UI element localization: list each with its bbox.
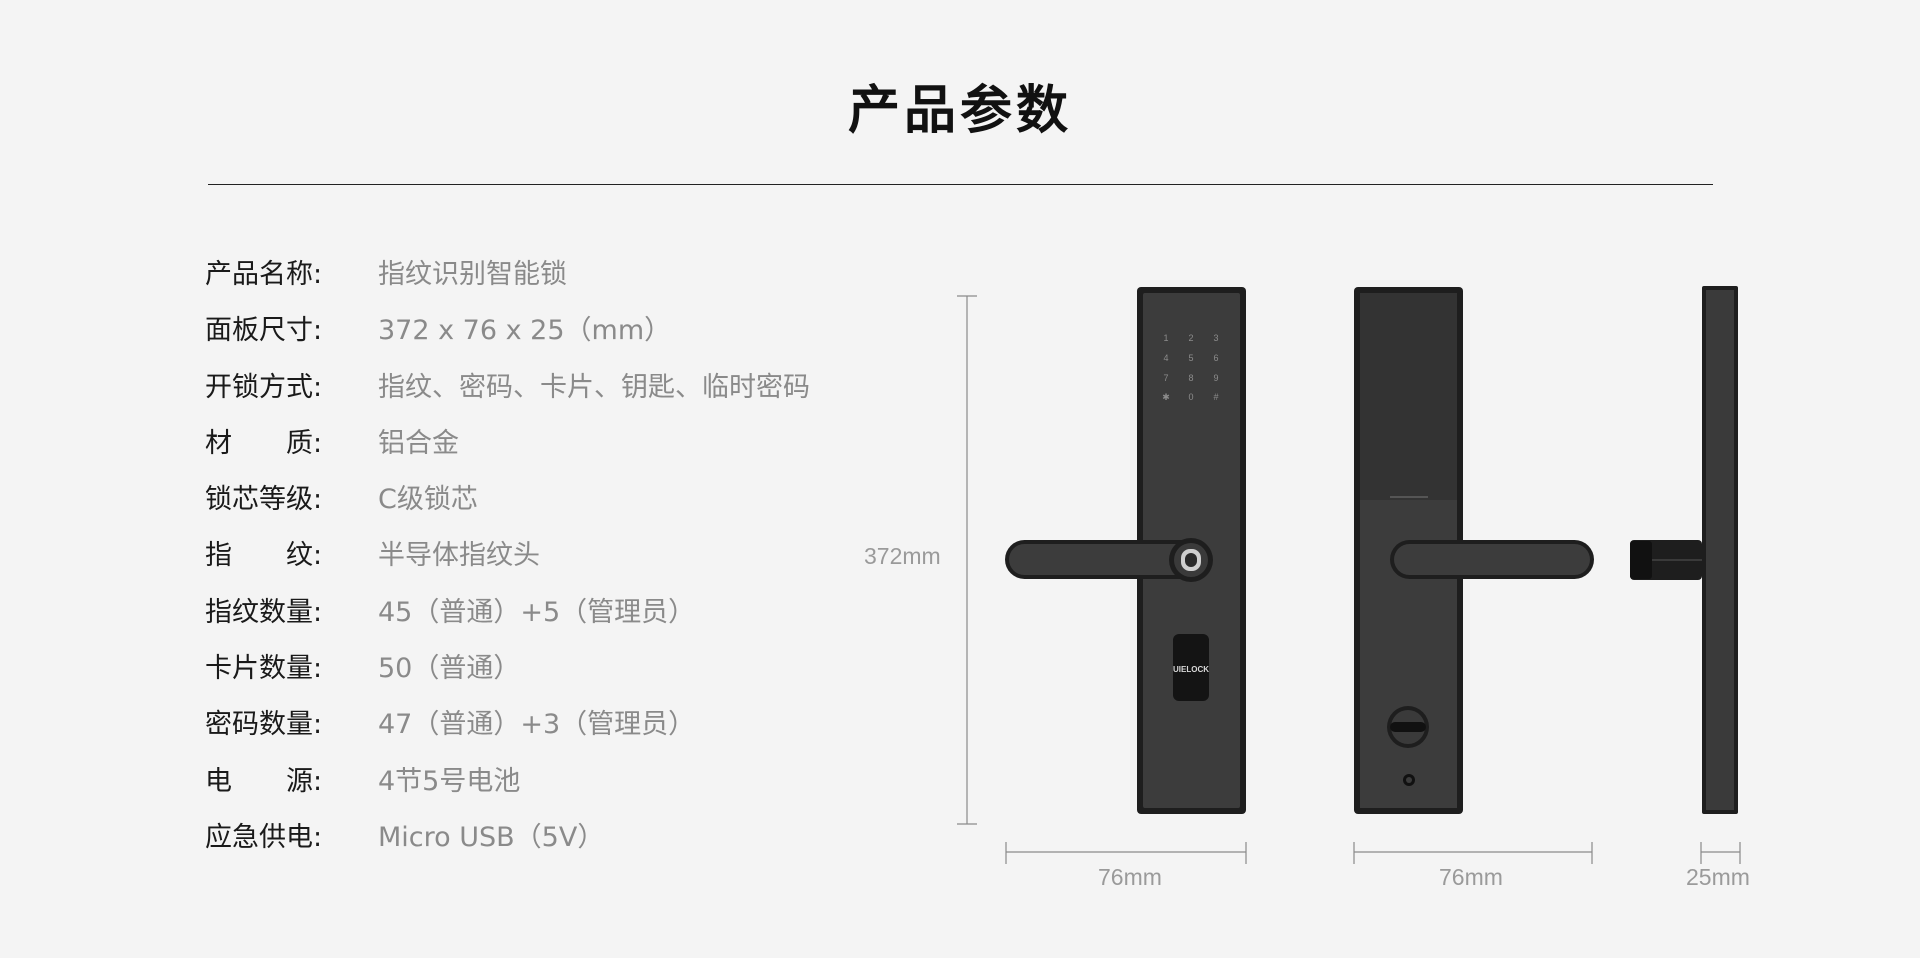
lock-back-view [1354,287,1594,814]
spec-label: 材 质: [205,427,323,459]
page-title: 产品参数 [847,81,1072,141]
spec-value: 45（普通）+5（管理员） [378,596,696,628]
keypad-key: 1 [1163,333,1168,343]
brand-logo: UIELOCK [1173,665,1209,674]
keypad-key: 3 [1213,333,1218,343]
spec-label: 密码数量: [205,709,323,741]
spec-value: 4节5号电池 [378,765,521,797]
lock-side-view [1630,286,1738,814]
spec-label: 产品名称: [205,259,323,290]
height-dimension-label: 372mm [864,543,941,569]
spec-label: 开锁方式: [205,371,323,403]
keypad-key: 7 [1163,373,1168,383]
keypad-key: 9 [1213,373,1218,383]
spec-value: 指纹、密码、卡片、钥匙、临时密码 [378,371,810,403]
spec-label: 指纹数量: [205,596,323,628]
spec-value: 指纹识别智能锁 [378,259,567,290]
keypad-key: 2 [1188,333,1193,343]
keypad: 1 2 3 4 5 6 7 8 9 ✱ 0 # [1162,333,1218,402]
spec-label: 指 纹: [205,540,323,572]
keypad-key: ✱ [1162,392,1170,402]
card-reader-icon [1173,634,1209,701]
keypad-key: 8 [1188,373,1193,383]
spec-value: 铝合金 [378,427,459,459]
depth-label: 25mm [1686,864,1750,890]
keypad-key: 5 [1188,353,1193,363]
keypad-key: 4 [1163,353,1168,363]
back-width-label: 76mm [1439,864,1503,890]
spec-value: 47（普通）+3（管理员） [378,709,696,741]
title-divider [208,184,1713,185]
front-width-label: 76mm [1098,864,1162,890]
width-dimension-lines [1005,842,1741,864]
spec-value: C级锁芯 [378,484,478,516]
spec-label: 电 源: [205,765,323,797]
keypad-key: 6 [1213,353,1218,363]
spec-value: 50（普通） [378,653,521,685]
thumb-turn-icon [1387,706,1429,748]
keypad-key: # [1213,392,1218,402]
spec-value: 半导体指纹头 [378,540,540,572]
height-dimension-line [957,295,977,825]
spec-label: 面板尺寸: [205,315,323,347]
spec-label: 应急供电: [205,821,323,853]
spec-value: 372 x 76 x 25（mm） [378,315,672,347]
spec-value: Micro USB（5V） [378,821,605,853]
lock-front-view: 1 2 3 4 5 6 7 8 9 ✱ 0 # UIELOCK [1005,287,1246,814]
keypad-key: 0 [1188,392,1193,402]
spec-label: 锁芯等级: [205,484,323,516]
spec-label: 卡片数量: [205,653,323,685]
